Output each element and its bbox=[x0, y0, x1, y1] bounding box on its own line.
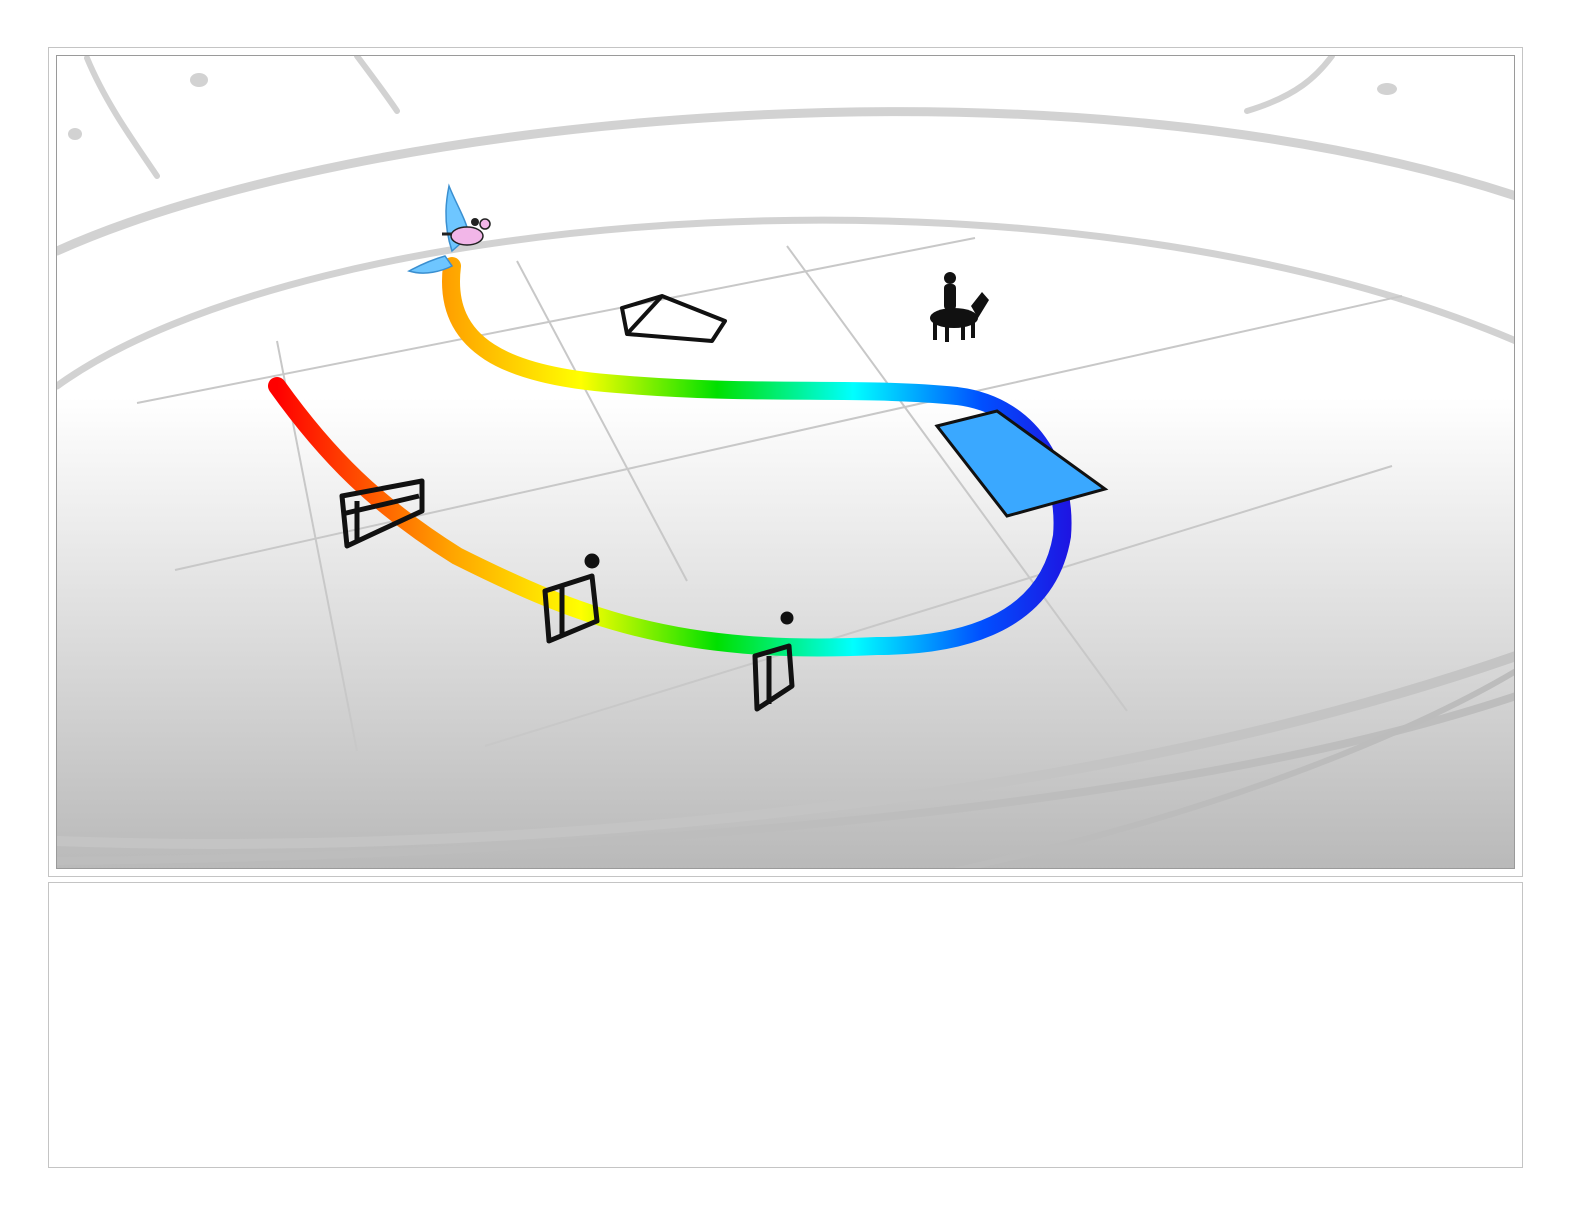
flight-path bbox=[268, 257, 1072, 657]
ramp-icon bbox=[620, 294, 727, 343]
storyboard-panel[interactable] bbox=[48, 47, 1523, 877]
hurdle-icon bbox=[752, 611, 795, 712]
hurdle-icon bbox=[339, 478, 425, 549]
arena-sketch bbox=[57, 56, 1514, 868]
hurdle-icon bbox=[542, 553, 600, 644]
winged-rider-icon bbox=[406, 183, 491, 274]
track-grid bbox=[136, 237, 1403, 752]
landing-pad-icon bbox=[934, 409, 1109, 518]
panel-drawing bbox=[57, 56, 1514, 868]
panel-canvas[interactable] bbox=[56, 55, 1515, 869]
panel-notes[interactable] bbox=[48, 882, 1523, 1168]
horse-rider-icon bbox=[930, 272, 989, 342]
